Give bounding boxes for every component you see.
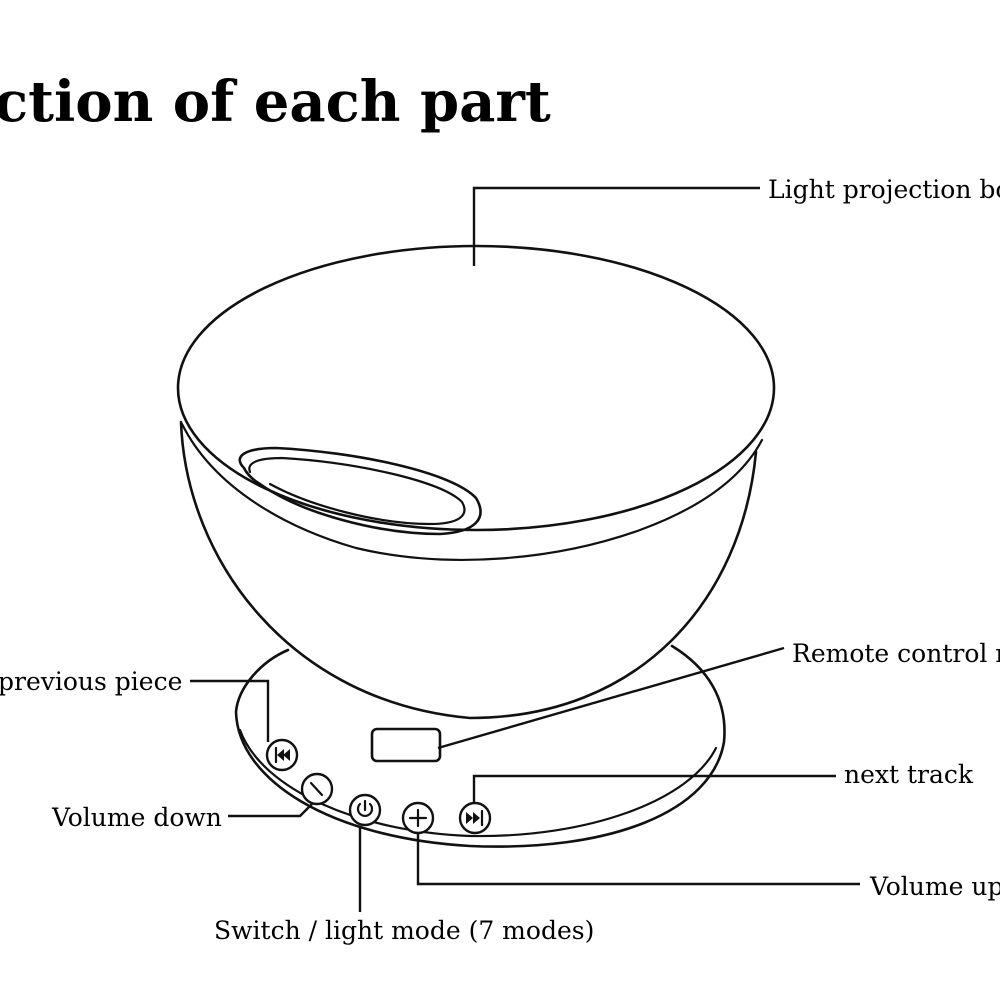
power-mode-button[interactable] — [348, 793, 382, 827]
light-projection-bowl — [176, 244, 776, 720]
device-base — [234, 644, 726, 848]
leader-lines — [190, 186, 860, 912]
plus-icon — [408, 808, 428, 828]
previous-track-icon — [274, 746, 290, 764]
minus-icon — [309, 781, 324, 797]
bowl-side-window — [238, 446, 482, 536]
next-track-icon — [466, 809, 484, 827]
label-volume-up: Volume up — [869, 872, 1000, 901]
remote-control-receiver — [370, 727, 442, 763]
diagram-title: ction of each part — [0, 69, 551, 135]
volume-down-button[interactable] — [300, 772, 334, 806]
next-button[interactable] — [458, 801, 492, 835]
volume-up-button[interactable] — [401, 801, 435, 835]
label-previous-piece: previous piece — [0, 667, 182, 696]
label-volume-down: Volume down — [51, 803, 222, 832]
power-icon — [356, 799, 374, 817]
label-light-projection: Light projection bo — [768, 175, 1000, 204]
label-next-track: next track — [844, 760, 974, 789]
previous-button[interactable] — [265, 738, 299, 772]
label-switch-mode: Switch / light mode (7 modes) — [214, 916, 594, 945]
label-remote-control: Remote control r — [792, 639, 1000, 668]
